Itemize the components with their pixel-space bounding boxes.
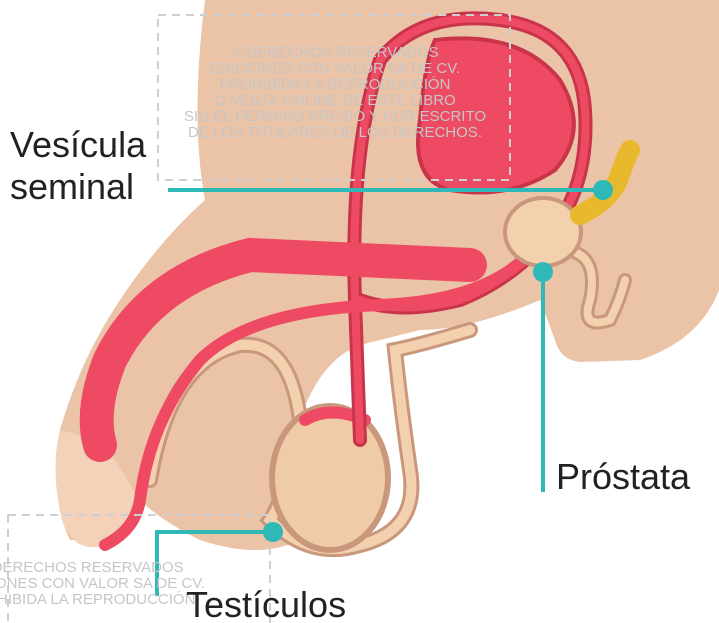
watermark-line: DE LOS TITULARES DE LOS DERECHOS. <box>160 125 510 141</box>
testicle <box>272 406 388 550</box>
watermark-line: PROHIBIDA LA REPRODUCCIÓN <box>160 77 510 93</box>
watermark-top: © DERECHOS RESERVADOS EDICIONES CON VALO… <box>160 45 510 141</box>
watermark-line: O VENTA ONLINE DE ESTE LIBRO <box>160 93 510 109</box>
prostate <box>505 198 581 266</box>
pointer-testiculos-dot <box>263 522 283 542</box>
label-prostata: Próstata <box>556 456 690 498</box>
label-vesicula-line1: Vesícula <box>10 124 146 166</box>
label-vesicula-seminal: Vesícula seminal <box>10 124 146 208</box>
pointer-vesicula-dot <box>593 180 613 200</box>
watermark-line: SIN EL PERMISO PREVIO Y POR ESCRITO <box>160 109 510 125</box>
label-vesicula-line2: seminal <box>10 166 146 208</box>
watermark-line: © DERECHOS RESERVADOS <box>160 45 510 61</box>
pointer-prostata-dot <box>533 262 553 282</box>
label-testiculos: Testículos <box>186 584 346 623</box>
watermark-line: © DERECHOS RESERVADOS <box>0 560 230 576</box>
watermark-line: EDICIONES CON VALOR SA DE CV. <box>160 61 510 77</box>
